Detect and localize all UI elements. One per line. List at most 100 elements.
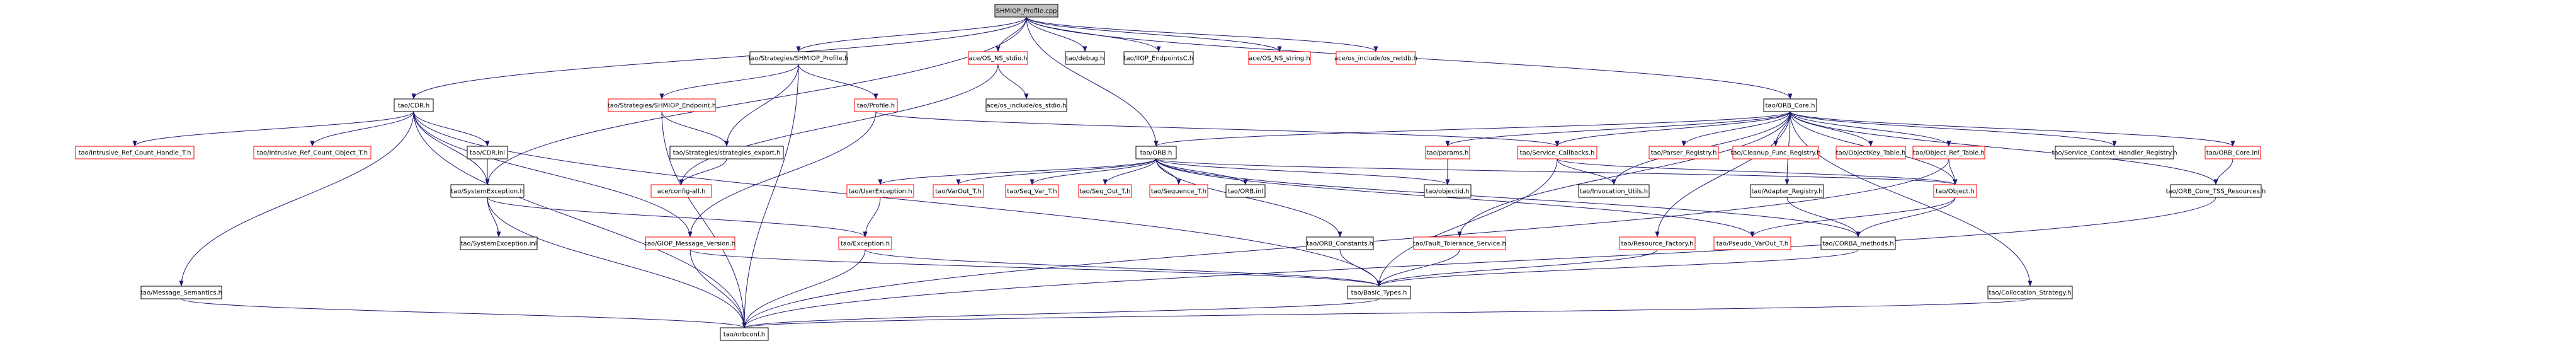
node-label: tao/Service_Context_Handler_Registry.h [2051,150,2177,157]
node-tao-userexception-h[interactable]: tao/UserException.h [846,184,914,198]
node-tao-params-h[interactable]: tao/params.h [1425,146,1470,159]
edge-tao_cdr_h-to-tao_giop_message_version_h [413,111,693,238]
node-label: tao/SystemException.h [451,188,524,195]
node-box [650,184,712,198]
node-tao-debug-h[interactable]: tao/debug.h [1065,51,1105,65]
edge-tao_profile_h-to-tao_service_callbacks_h [875,111,1560,147]
edge-tao_orb_core_h-to-tao_orb_core_tss_resources_h [1790,111,2218,185]
node-tao-cleanup-func-registry-h[interactable]: tao/Cleanup_Func_Registry.h [1730,146,1821,159]
node-tao-collocation-strategy-h[interactable]: tao/Collocation_Strategy.h [1987,286,2073,299]
node-tao-orb-core-tss-resources-h[interactable]: tao/ORB_Core_TSS_Resources.h [2166,184,2266,198]
node-tao-invocation-utils-h[interactable]: tao/Invocation_Utils.h [1578,184,1650,198]
node-tao-iiop-endpointsc-h[interactable]: tao/IIOP_EndpointsC.h [1123,51,1194,65]
node-tao-intrusive-ref-count-handle-t-h[interactable]: tao/Intrusive_Ref_Count_Handle_T.h [75,146,195,159]
node-tao-orbconf-h[interactable]: tao/orbconf.h [720,327,769,341]
edge-tao_orb_core_h-to-tao_orb_core_inl [1790,111,2235,147]
node-box [1619,236,1696,250]
node-tao-orb-core-inl[interactable]: tao/ORB_Core.inl [2204,146,2261,159]
node-tao-cdr-h[interactable]: tao/CDR.h [394,98,434,112]
node-tao-corba-methods-h[interactable]: tao/CORBA_methods.h [1820,236,1896,250]
node-label: tao/UserException.h [848,188,912,195]
node-tao-seq-out-t-h[interactable]: tao/Seq_Out_T.h [1078,184,1132,198]
node-tao-objectkey-table-h[interactable]: tao/ObjectKey_Table.h [1836,146,1906,159]
node-tao-exception-h[interactable]: tao/Exception.h [838,236,892,250]
node-label: ace/os_include/os_stdio.h [986,103,1066,110]
node-label: tao/Seq_Out_T.h [1080,188,1131,195]
node-tao-object-ref-table-h[interactable]: tao/Object_Ref_Table.h [1912,146,1985,159]
node-tao-orb-h[interactable]: tao/ORB.h [1135,146,1177,159]
node-tao-giop-message-version-h[interactable]: tao/GIOP_Message_Version.h [645,236,735,250]
node-box [1912,146,1985,159]
edge-tao_fault_tolerance_service_h-to-tao_basic_types_h [1376,249,1460,287]
node-ace-os-include-os-netdb-h[interactable]: ace/os_include/os_netdb.h [1334,51,1417,65]
edge-tao_service_callbacks_h-to-tao_basic_types_h [1376,158,1558,287]
node-ace-os-include-os-stdio-h[interactable]: ace/os_include/os_stdio.h [985,98,1067,112]
node-tao-profile-h[interactable]: tao/Profile.h [854,98,898,112]
node-box [645,236,735,250]
edge-tao_cdr_h-to-tao_orbconf_h [413,111,747,328]
node-tao-service-context-handler-registry-h[interactable]: tao/Service_Context_Handler_Registry.h [2051,146,2177,159]
node-tao-strategies-shmiop-endpoint-h[interactable]: tao/Strategies/SHMIOP_Endpoint.h [608,98,716,112]
edge-tao_orb_core_h-to-tao_fault_tolerance_service_h [1457,111,1791,238]
node-tao-strategies-strategies-export-h[interactable]: tao/Strategies/strategies_export.h [669,146,784,159]
node-tao-orb-inl[interactable]: tao/ORB.inl [1225,184,1266,198]
node-box [1078,184,1132,198]
edge-tao_strategies_shmiop_profile_h-to-tao_strategies_shmiop_endpoint_h [659,64,799,100]
node-box [1648,146,1719,159]
edge-tao_systemexception_h-to-tao_systemexception_inl [487,197,501,238]
node-ace-os-ns-string-h[interactable]: ace/OS_NS_string.h [1248,51,1311,65]
node-box [1732,146,1819,159]
node-label: tao/CDR.inl [470,150,505,157]
node-tao-strategies-shmiop-profile-h[interactable]: tao/Strategies/SHMIOP_Profile.h [749,51,849,65]
node-tao-intrusive-ref-count-object-t-h[interactable]: tao/Intrusive_Ref_Count_Object_T.h [253,146,372,159]
node-tao-systemexception-h[interactable]: tao/SystemException.h [450,184,525,198]
node-tao-pseudo-varout-t-h[interactable]: tao/Pseudo_VarOut_T.h [1713,236,1791,250]
node-tao-sequence-t-h[interactable]: tao/Sequence_T.h [1149,184,1208,198]
node-tao-orb-core-h[interactable]: tao/ORB_Core.h [1763,98,1817,112]
node-tao-seq-var-t-h[interactable]: tao/Seq_Var_T.h [1005,184,1059,198]
node-tao-fault-tolerance-service-h[interactable]: tao/Fault_Tolerance_Service.h [1413,236,1506,250]
node-box [2170,184,2262,198]
edge-tao_orb_h-to-tao_seq_var_t_h [1030,158,1157,185]
node-tao-systemexception-inl[interactable]: tao/SystemException.inl [460,236,538,250]
edge-shmiop_profile_cpp-to-ace_os_ns_string_h [1026,16,1282,52]
node-tao-service-callbacks-h[interactable]: tao/Service_Callbacks.h [1517,146,1597,159]
node-label: SHMIOP_Profile.cpp [996,8,1057,15]
edge-tao_adapter_registry_h-to-tao_corba_methods_h [1786,197,1861,238]
edge-tao_cdr_h-to-tao_cdr_inl [413,111,490,147]
node-tao-object-h[interactable]: tao/Object.h [1933,184,1977,198]
edge-tao_systemexception_h-to-tao_exception_h [487,197,868,238]
edge-tao_orb_core_tss_resources_h-to-tao_orbconf_h [742,197,2216,328]
node-shmiop-profile-cpp[interactable]: SHMIOP_Profile.cpp [994,4,1058,18]
node-ace-config-all-h[interactable]: ace/config-all.h [650,184,712,198]
node-label: tao/Fault_Tolerance_Service.h [1413,241,1506,248]
node-label: tao/Pseudo_VarOut_T.h [1716,241,1788,248]
node-box [1578,184,1650,198]
node-tao-cdr-inl[interactable]: tao/CDR.inl [467,146,508,159]
node-label: tao/CORBA_methods.h [1822,241,1893,248]
edge-tao_orb_h-to-tao_userexception_h [878,158,1157,185]
node-tao-varout-t-h[interactable]: tao/VarOut_T.h [933,184,984,198]
node-ace-os-ns-stdio-h[interactable]: ace/OS_NS_stdio.h [968,51,1028,65]
node-tao-objectid-h[interactable]: tao/objectid.h [1424,184,1472,198]
node-tao-adapter-registry-h[interactable]: tao/Adapter_Registry.h [1750,184,1824,198]
node-box [253,146,372,159]
edge-tao_strategies_shmiop_profile_h-to-tao_strategies_strategies_export_h [724,64,799,147]
node-tao-message-semantics-h[interactable]: tao/Message_Semantics.h [140,286,222,299]
edge-tao_giop_message_version_h-to-tao_basic_types_h [689,249,1382,287]
node-tao-parser-registry-h[interactable]: tao/Parser_Registry.h [1648,146,1719,159]
node-box [1225,184,1266,198]
node-box [854,98,898,112]
edge-tao_orb_core_h-to-tao_params_h [1445,111,1791,147]
node-tao-orb-constants-h[interactable]: tao/ORB_Constants.h [1306,236,1374,250]
edge-shmiop_profile_cpp-to-tao_cdr_h [411,16,1027,100]
edge-tao_strategies_shmiop_endpoint_h-to-tao_strategies_strategies_export_h [661,111,729,147]
edge-tao_cdr_h-to-tao_message_semantics_h [179,111,414,287]
edge-tao_cdr_h-to-tao_intrusive_ref_count_object_t_h [310,111,414,147]
node-label: tao/Object.h [1936,188,1975,195]
node-tao-basic-types-h[interactable]: tao/Basic_Types.h [1347,286,1411,299]
node-label: tao/VarOut_T.h [935,188,981,195]
node-tao-resource-factory-h[interactable]: tao/Resource_Factory.h [1619,236,1696,250]
edge-tao_cdr_h-to-tao_intrusive_ref_count_handle_t_h [132,111,414,147]
